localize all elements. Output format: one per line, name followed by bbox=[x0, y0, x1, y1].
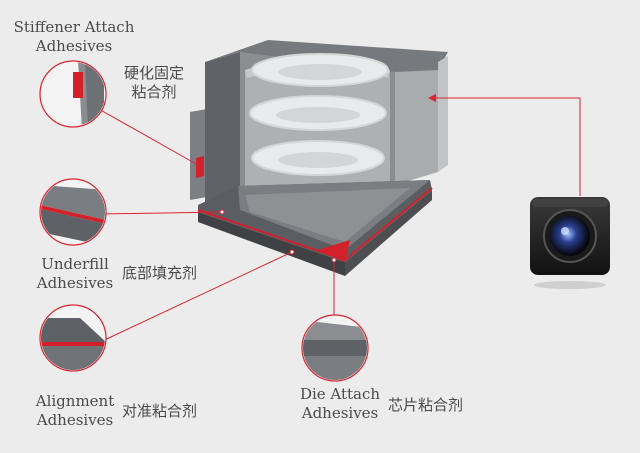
stiffener-label-en: Stiffener Attach Adhesives bbox=[8, 18, 140, 56]
stiffener-label-cn-line2: 粘合剂 bbox=[131, 83, 177, 101]
stiffener-label-en-line2: Adhesives bbox=[35, 37, 113, 55]
callout-underfill bbox=[39, 178, 107, 246]
callout-die-attach bbox=[301, 314, 369, 382]
alignment-label-cn: 对准粘合剂 bbox=[122, 402, 198, 420]
die-attach-label-en: Die Attach Adhesives bbox=[294, 385, 386, 423]
underfill-label-cn: 底部填充剂 bbox=[122, 264, 198, 282]
underfill-label-en: Underfill Adhesives bbox=[30, 255, 120, 293]
die-attach-label-cn: 芯片粘合剂 bbox=[388, 396, 464, 414]
module-substrate bbox=[197, 180, 433, 276]
stiffener-label-en-line1: Stiffener Attach bbox=[13, 18, 135, 36]
alignment-label-en: Alignment Adhesives bbox=[30, 392, 120, 430]
alignment-label-en-line2: Adhesives bbox=[36, 411, 114, 429]
leader-dots bbox=[219, 209, 337, 263]
underfill-label-en-line2: Adhesives bbox=[36, 274, 114, 292]
lens-stack bbox=[249, 53, 389, 176]
stiffener-label-cn: 硬化固定 粘合剂 bbox=[114, 64, 194, 102]
leader-lines bbox=[95, 97, 581, 345]
camera-module-icon bbox=[530, 197, 610, 289]
underfill-label-en-line1: Underfill bbox=[41, 255, 109, 273]
alignment-label-en-line1: Alignment bbox=[35, 392, 115, 410]
stiffener-label-cn-line1: 硬化固定 bbox=[123, 64, 184, 82]
callout-alignment bbox=[39, 304, 107, 372]
callout-stiffener bbox=[39, 60, 107, 128]
stiffener-adhesive-mark bbox=[196, 156, 204, 178]
die-attach-label-en-line2: Adhesives bbox=[301, 404, 379, 422]
arrowhead-icon bbox=[428, 94, 436, 102]
die-attach-label-en-line1: Die Attach bbox=[299, 385, 381, 403]
